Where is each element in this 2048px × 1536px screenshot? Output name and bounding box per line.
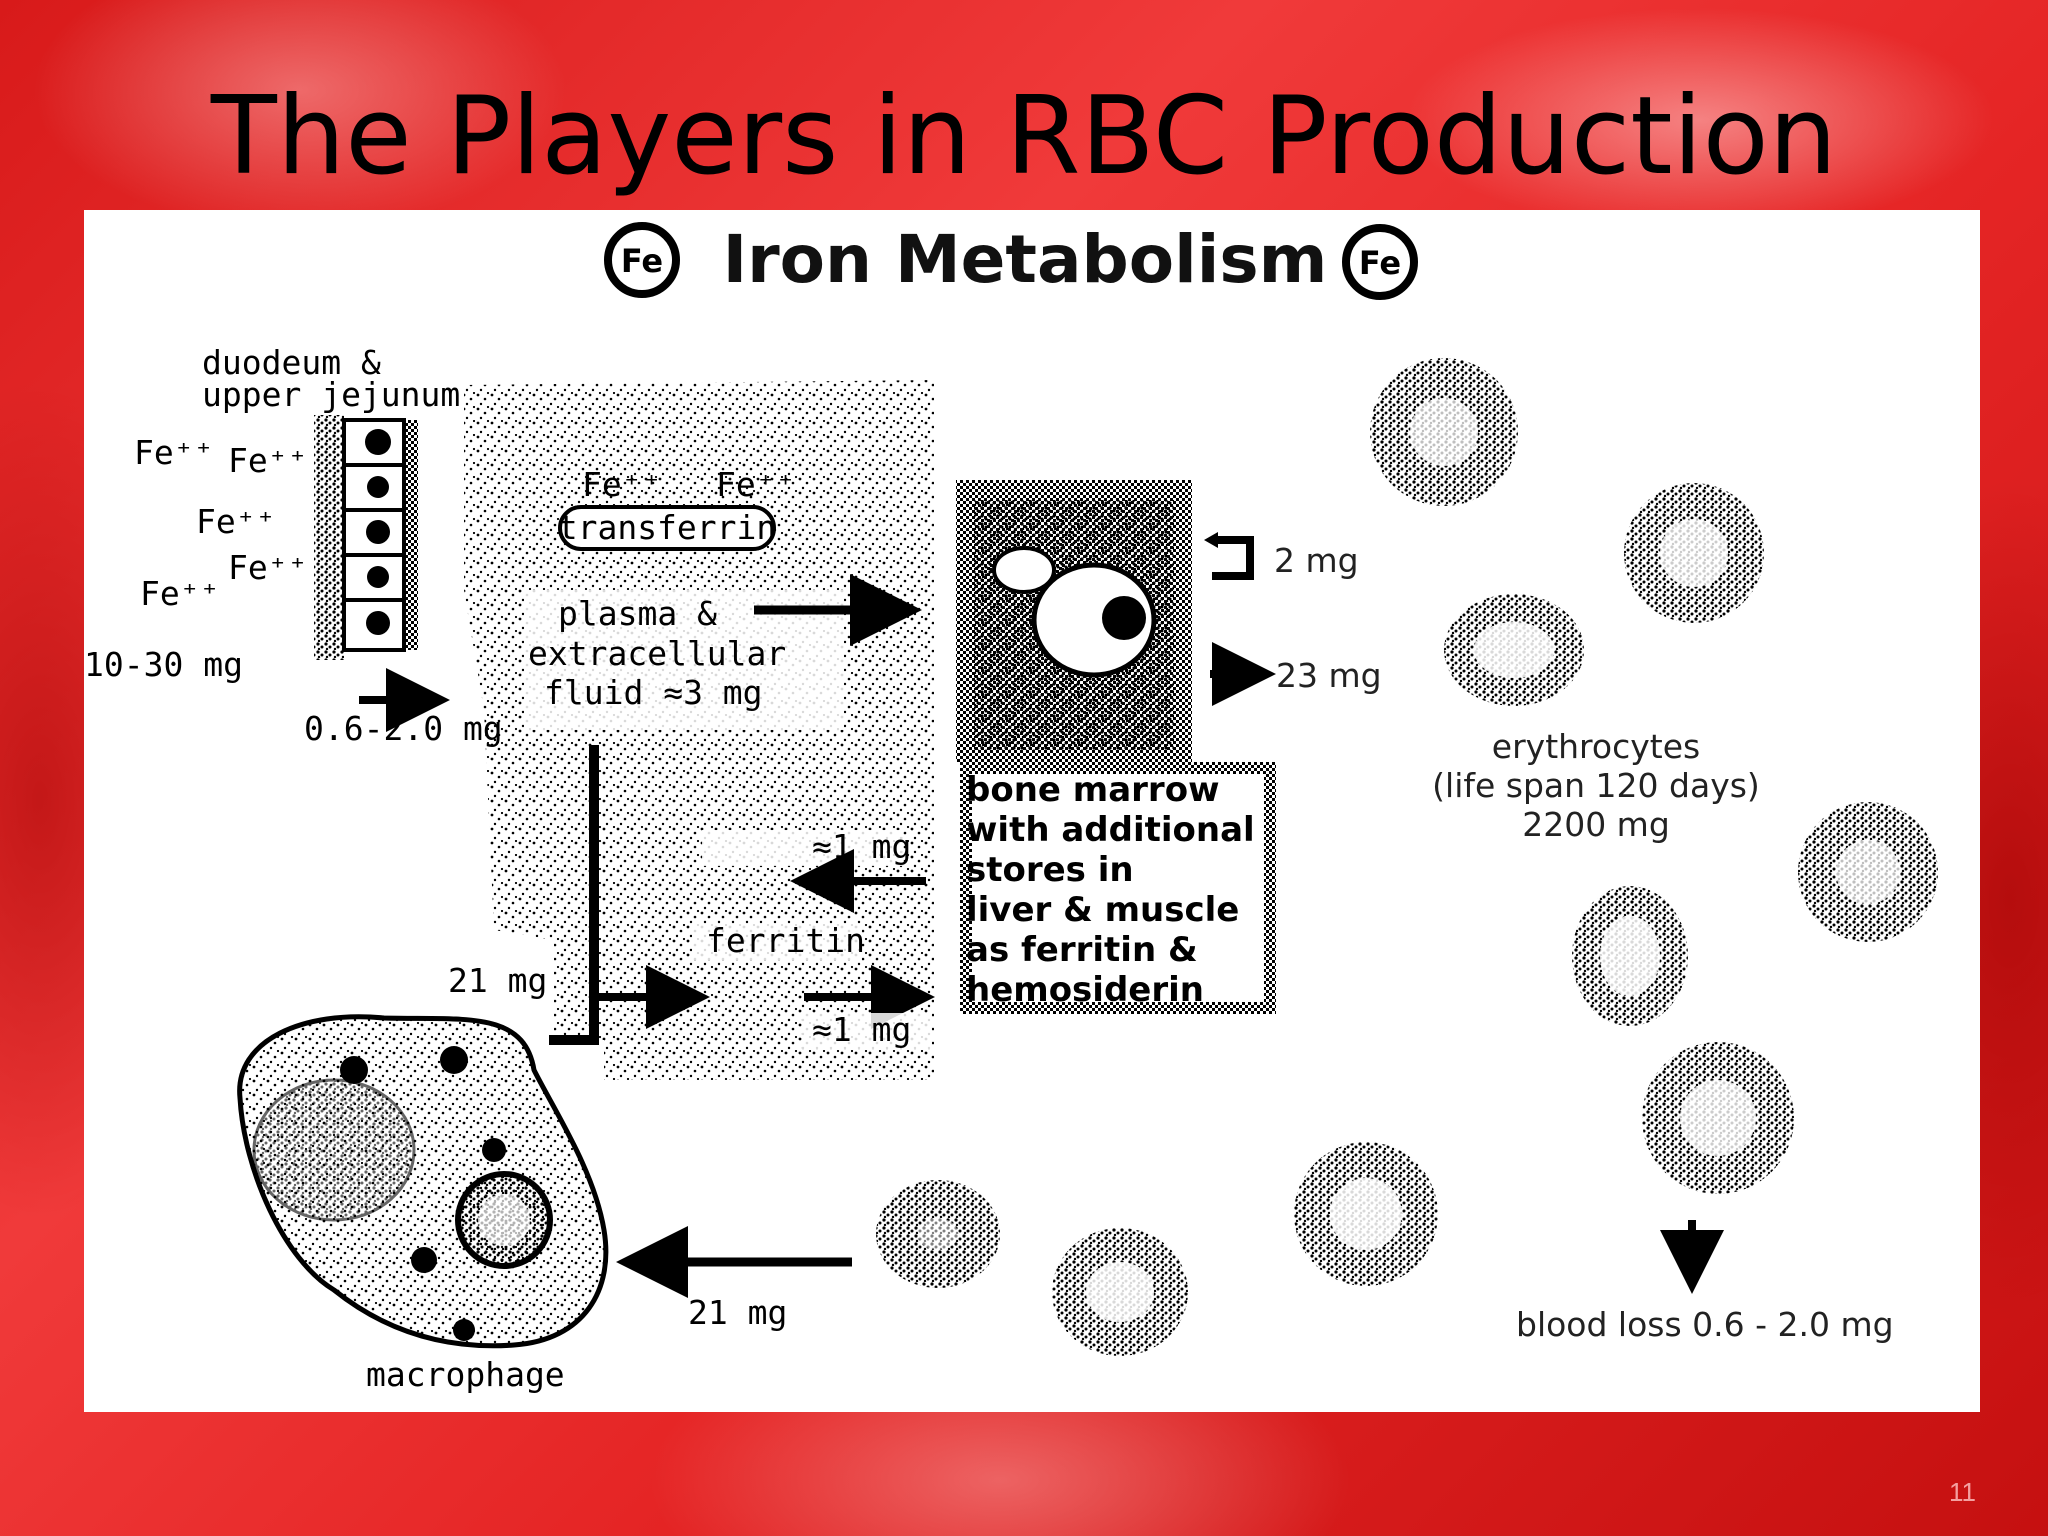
plasma-label-3: fluid ≈3 mg xyxy=(544,673,763,712)
transferrin-oval xyxy=(558,505,776,551)
diagram-title: Iron Metabolism xyxy=(723,221,1328,298)
diagram-panel: Fe Iron Metabolism Fe duodeum & upper je… xyxy=(84,210,1980,1412)
bone-marrow-box-border xyxy=(960,762,1276,1014)
fe-ion-label-4: Fe⁺⁺ xyxy=(228,548,307,587)
transferrin-label: transferrin xyxy=(558,508,777,547)
bone-marrow-image xyxy=(956,480,1192,762)
approx-1mg-bottom-label: ≈1 mg xyxy=(812,1010,911,1049)
fe-ion-label-3: Fe⁺⁺ xyxy=(196,502,275,541)
slide-title: The Players in RBC Production xyxy=(210,74,1838,199)
mg-2-label: 2 mg xyxy=(1274,541,1359,580)
erythrocytes-label-3: 2200 mg xyxy=(1522,805,1670,844)
erythrocytes-label-2: (life span 120 days) xyxy=(1432,766,1760,805)
erythrocyte-cells xyxy=(876,358,1938,1356)
erythrocytes-label-1: erythrocytes xyxy=(1492,727,1700,766)
mg-21-bottom-label: 21 mg xyxy=(688,1293,787,1332)
iron-metabolism-diagram: Fe Iron Metabolism Fe duodeum & upper je… xyxy=(84,221,1938,1394)
fe-ion-label-1: Fe⁺⁺ xyxy=(134,433,213,472)
fe-ion-label-2: Fe⁺⁺ xyxy=(228,441,307,480)
approx-1mg-top-label: ≈1 mg xyxy=(812,827,911,866)
fe-ion-label-5: Fe⁺⁺ xyxy=(140,574,219,613)
svg-text:Fe: Fe xyxy=(621,242,663,280)
blood-loss-label: blood loss 0.6 - 2.0 mg xyxy=(1516,1305,1894,1344)
macrophage-label: macrophage xyxy=(366,1355,565,1394)
mg-21-left-label: 21 mg xyxy=(448,961,547,1000)
plasma-label-2: extracellular xyxy=(528,634,786,673)
fe-ion-transferrin-2: Fe⁺⁺ xyxy=(716,465,795,504)
ferritin-label: ferritin xyxy=(706,921,865,960)
intake-label: 10-30 mg xyxy=(84,645,243,684)
duodenum-label-1: duodeum & xyxy=(202,343,381,382)
duodenum-label-2: upper jejunum xyxy=(202,375,460,414)
approx-bg-2 xyxy=(802,1013,932,1049)
fe-ion-transferrin-1: Fe⁺⁺ xyxy=(582,465,661,504)
plasma-label-1: plasma & xyxy=(558,594,717,633)
intestinal-epithelium xyxy=(314,415,418,660)
fe-icon-right: Fe xyxy=(1342,224,1418,300)
macrophage-connector xyxy=(549,745,599,1045)
fe-icon-left: Fe xyxy=(604,222,680,298)
svg-text:Fe: Fe xyxy=(1359,244,1401,282)
macrophage-cell xyxy=(237,1014,609,1349)
page-number: 11 xyxy=(1949,1477,1976,1507)
two-mg-bracket xyxy=(1212,536,1254,580)
ferritin-bg xyxy=(692,924,862,960)
absorbed-label: 0.6-2.0 mg xyxy=(304,709,503,748)
mg-23-label: 23 mg xyxy=(1276,656,1382,695)
bone-marrow-label: bone marrow with additional stores in li… xyxy=(966,770,1255,1010)
